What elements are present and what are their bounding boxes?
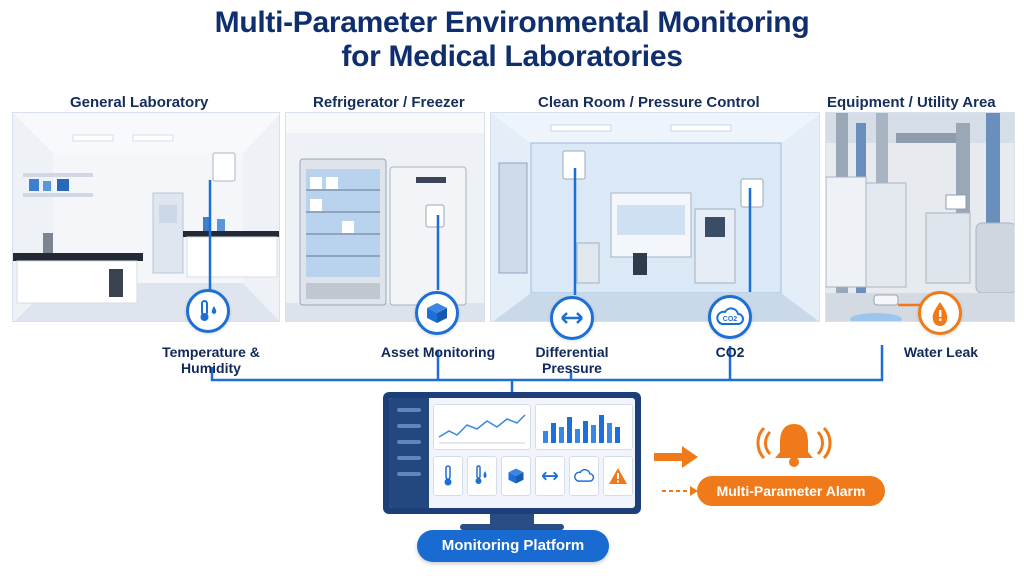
title-line-1: Multi-Parameter Environmental Monitoring: [214, 6, 810, 39]
dashboard-co2-icon: [569, 456, 599, 496]
area-label-general-laboratory: General Laboratory: [70, 94, 209, 111]
dashboard-arrow-icon: [535, 456, 565, 496]
monitoring-platform-button[interactable]: Monitoring Platform: [417, 530, 609, 562]
label-co2: CO2: [715, 344, 745, 360]
monitor-stand-neck: [490, 514, 534, 526]
label-asset-monitoring: Asset Monitoring: [380, 344, 496, 360]
area-label-refrigerator-freezer: Refrigerator / Freezer: [313, 94, 465, 111]
page-title: Multi-Parameter Environmental Monitoring…: [0, 6, 1024, 74]
dashboard-warning-icon: [603, 456, 633, 496]
area-label-equipment-utility: Equipment / Utility Area: [827, 94, 996, 111]
area-label-clean-room: Clean Room / Pressure Control: [538, 94, 760, 111]
thermometer-droplet-icon: [186, 289, 230, 333]
bar-chart-widget: [535, 404, 633, 450]
co2-cloud-icon: CO2: [708, 295, 752, 339]
dashboard-humidity-icon: [467, 456, 497, 496]
dashboard-sidebar: [389, 398, 429, 508]
scene-refrigerator-freezer: [285, 112, 485, 322]
arrow-right-icon: [654, 446, 698, 468]
line-chart-widget: [433, 404, 531, 450]
label-water-leak: Water Leak: [903, 344, 979, 360]
double-arrow-icon: [550, 296, 594, 340]
dashed-arrow: [662, 486, 698, 496]
title-line-2: for Medical Laboratories: [341, 40, 683, 73]
water-drop-warning-icon: [918, 291, 962, 335]
multi-parameter-alarm-button[interactable]: Multi-Parameter Alarm: [697, 476, 885, 506]
dashboard-thermometer-icon: [433, 456, 463, 496]
dashboard-cube-icon: [501, 456, 531, 496]
scene-equipment-utility: [825, 112, 1015, 322]
co2-icon-text: CO2: [723, 316, 738, 323]
label-temperature-humidity: Temperature & Humidity: [162, 344, 260, 376]
bell-alarm-icon: [756, 424, 832, 467]
cube-icon: [415, 291, 459, 335]
monitor-stand-base: [460, 524, 564, 530]
scene-general-laboratory: [12, 112, 280, 322]
dashboard-screen: [389, 398, 635, 508]
label-differential-pressure: Differential Pressure: [535, 344, 609, 376]
monitoring-monitor: [383, 392, 641, 514]
